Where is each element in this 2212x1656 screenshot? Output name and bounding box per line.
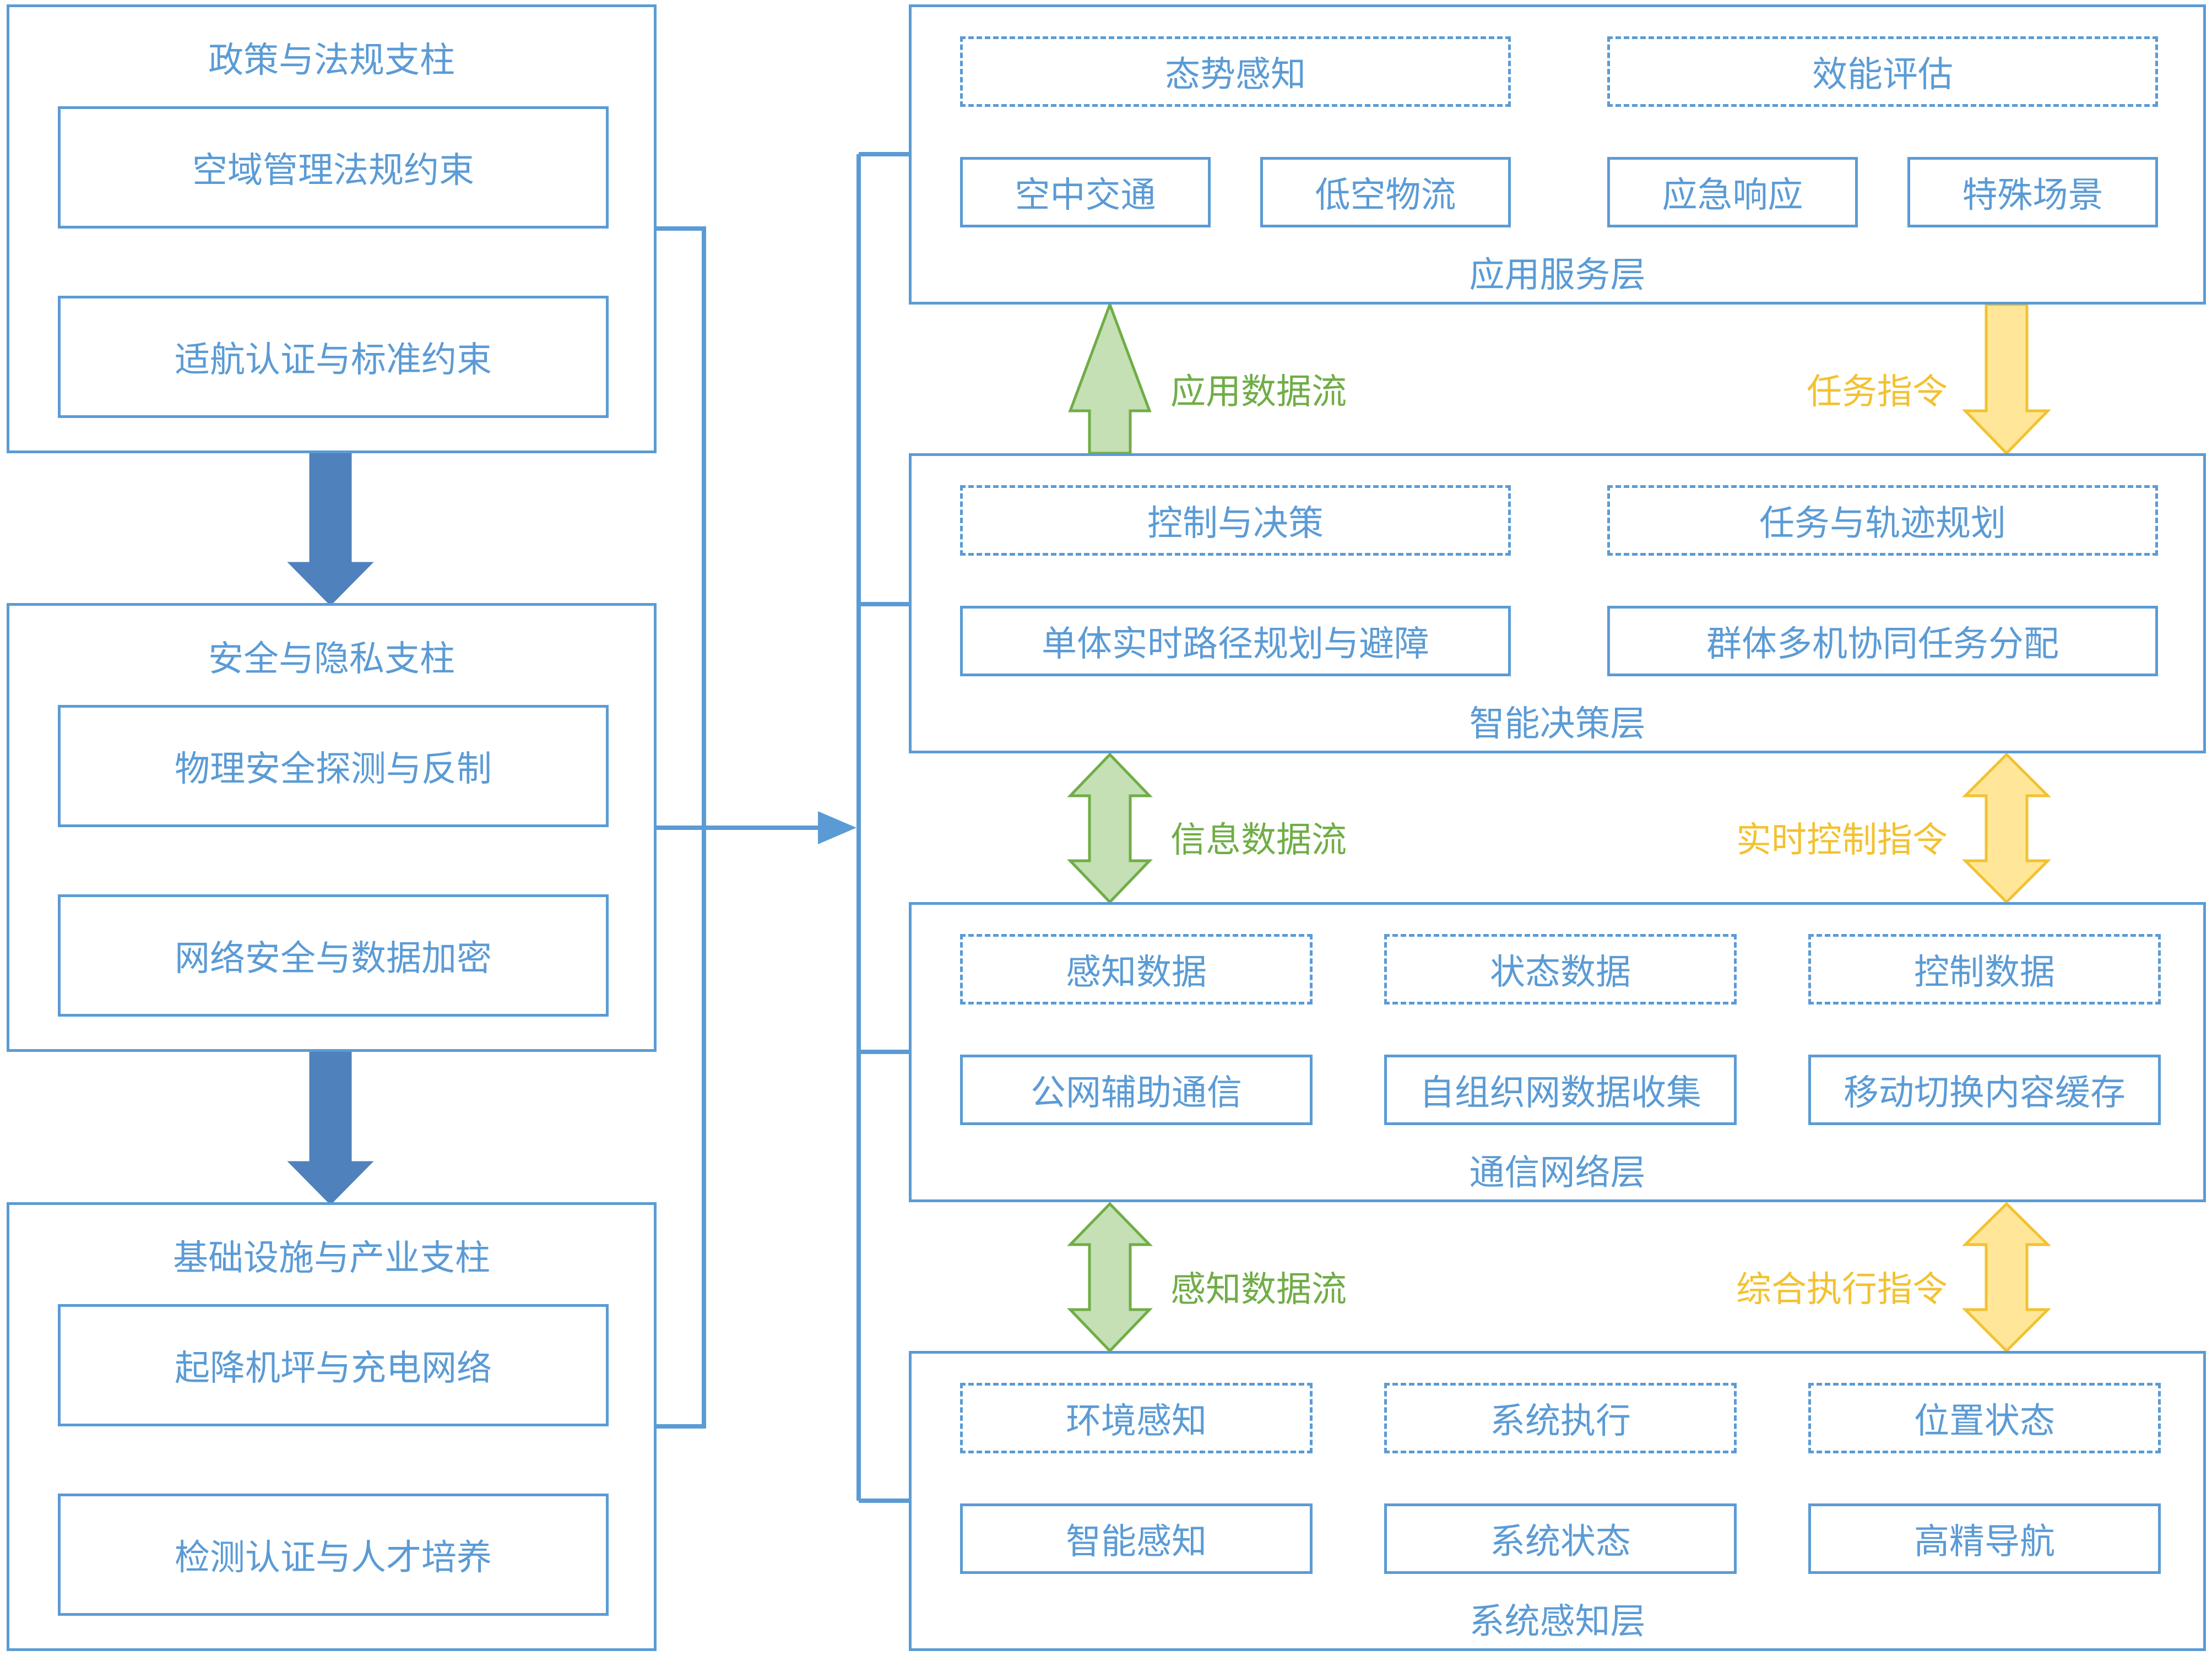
network-dashed-sensing: 感知数据 <box>960 934 1313 1005</box>
flow-label-realtime-command: 实时控制指令 <box>1736 820 1948 861</box>
layer-application: 态势感知 效能评估 空中交通 低空物流 应急响应 特殊场景 应用服务层 <box>909 4 2206 305</box>
network-item-adhoc-label: 自组织网数据收集 <box>1419 1073 1701 1114</box>
realtime-command-arrow <box>1961 752 2052 904</box>
network-dashed-state: 状态数据 <box>1384 934 1737 1005</box>
pillar-policy: 政策与法规支柱 空域管理法规约束 适航认证与标准约束 <box>7 4 657 453</box>
network-item-public: 公网辅助通信 <box>960 1055 1313 1125</box>
flow-label-exec-command: 综合执行指令 <box>1736 1269 1948 1310</box>
flow-label-app-data: 应用数据流 <box>1170 372 1347 412</box>
sense-data-flow-arrow <box>1067 1202 1153 1353</box>
layer-application-title: 应用服务层 <box>1469 255 1646 296</box>
pillar-arrow-down-1 <box>287 452 374 606</box>
layer-decision: 控制与决策 任务与轨迹规划 单体实时路径规划与避障 群体多机协同任务分配 智能决… <box>909 453 2206 753</box>
app-item-special-label: 特殊场景 <box>1962 175 2103 216</box>
network-dashed-control: 控制数据 <box>1808 934 2161 1005</box>
sensing-item-smart: 智能感知 <box>960 1503 1313 1574</box>
layer-sensing: 环境感知 系统执行 位置状态 智能感知 系统状态 高精导航 系统感知层 <box>909 1351 2206 1651</box>
network-item-public-label: 公网辅助通信 <box>1031 1073 1242 1114</box>
sensing-dashed-position-label: 位置状态 <box>1914 1401 2055 1442</box>
app-data-flow-arrow <box>1068 300 1152 455</box>
network-item-adhoc: 自组织网数据收集 <box>1384 1055 1737 1125</box>
info-data-flow-arrow <box>1067 752 1153 904</box>
pillar-infrastructure-item-2-label: 检测认证与人才培养 <box>175 1538 492 1578</box>
pillar-policy-title: 政策与法规支柱 <box>208 40 455 81</box>
decision-item-single: 单体实时路径规划与避障 <box>960 606 1511 676</box>
app-item-emergency-label: 应急响应 <box>1662 175 1803 216</box>
app-item-special: 特殊场景 <box>1907 157 2158 227</box>
app-dashed-efficiency-label: 效能评估 <box>1812 55 1953 95</box>
sensing-dashed-execution-label: 系统执行 <box>1490 1401 1631 1442</box>
sensing-dashed-execution: 系统执行 <box>1384 1383 1737 1453</box>
layer-network: 感知数据 状态数据 控制数据 公网辅助通信 自组织网数据收集 移动切换内容缓存 … <box>909 902 2206 1202</box>
pillar-infrastructure-item-2: 检测认证与人才培养 <box>58 1494 609 1616</box>
sensing-item-navigation: 高精导航 <box>1808 1503 2161 1574</box>
app-item-air-traffic: 空中交通 <box>960 157 1211 227</box>
pillar-policy-item-1: 空域管理法规约束 <box>58 106 609 229</box>
decision-dashed-planning: 任务与轨迹规划 <box>1607 485 2158 556</box>
bracket-to-spine-arrowhead <box>818 811 856 844</box>
app-item-air-traffic-label: 空中交通 <box>1015 175 1156 216</box>
sensing-item-status: 系统状态 <box>1384 1503 1737 1574</box>
pillar-policy-item-2-label: 适航认证与标准约束 <box>175 340 492 381</box>
app-dashed-situation: 态势感知 <box>960 36 1511 107</box>
network-item-cache-label: 移动切换内容缓存 <box>1844 1073 2126 1114</box>
pillar-infrastructure-item-1-label: 起降机坪与充电网络 <box>175 1348 492 1389</box>
app-item-logistics: 低空物流 <box>1260 157 1511 227</box>
app-item-logistics-label: 低空物流 <box>1315 175 1456 216</box>
decision-dashed-control-label: 控制与决策 <box>1147 503 1324 544</box>
pillar-security-item-2: 网络安全与数据加密 <box>58 894 609 1017</box>
network-item-cache: 移动切换内容缓存 <box>1808 1055 2161 1125</box>
decision-dashed-control: 控制与决策 <box>960 485 1511 556</box>
layer-decision-title: 智能决策层 <box>1469 704 1646 745</box>
sensing-dashed-environment-label: 环境感知 <box>1066 1401 1207 1442</box>
sensing-dashed-position: 位置状态 <box>1808 1383 2161 1453</box>
pillar-security-item-1-label: 物理安全探测与反制 <box>175 749 492 790</box>
network-dashed-control-label: 控制数据 <box>1914 952 2055 993</box>
pillar-security-item-1: 物理安全探测与反制 <box>58 705 609 827</box>
pillar-arrow-down-2 <box>287 1051 374 1206</box>
sensing-item-status-label: 系统状态 <box>1490 1522 1631 1562</box>
decision-dashed-planning-label: 任务与轨迹规划 <box>1759 503 2006 544</box>
task-command-arrow <box>1962 303 2051 455</box>
pillar-security: 安全与隐私支柱 物理安全探测与反制 网络安全与数据加密 <box>7 603 657 1052</box>
exec-command-arrow <box>1961 1202 2052 1353</box>
app-dashed-efficiency: 效能评估 <box>1607 36 2158 107</box>
flow-label-task-command: 任务指令 <box>1807 372 1948 412</box>
decision-item-swarm-label: 群体多机协同任务分配 <box>1706 624 2059 665</box>
app-dashed-situation-label: 态势感知 <box>1165 55 1306 95</box>
pillar-policy-item-1-label: 空域管理法规约束 <box>192 150 474 191</box>
layer-sensing-title: 系统感知层 <box>1469 1601 1646 1642</box>
pillar-security-title: 安全与隐私支柱 <box>208 639 455 680</box>
flow-label-info-data: 信息数据流 <box>1170 820 1347 861</box>
app-item-emergency: 应急响应 <box>1607 157 1858 227</box>
pillar-infrastructure-title: 基础设施与产业支柱 <box>173 1238 490 1279</box>
layer-network-title: 通信网络层 <box>1469 1153 1646 1193</box>
pillar-infrastructure-item-1: 起降机坪与充电网络 <box>58 1304 609 1426</box>
sensing-item-navigation-label: 高精导航 <box>1914 1522 2055 1562</box>
flow-label-sense-data: 感知数据流 <box>1170 1269 1347 1310</box>
pillar-infrastructure: 基础设施与产业支柱 起降机坪与充电网络 检测认证与人才培养 <box>7 1202 657 1651</box>
decision-item-single-label: 单体实时路径规划与避障 <box>1042 624 1429 665</box>
network-dashed-state-label: 状态数据 <box>1490 952 1631 993</box>
decision-item-swarm: 群体多机协同任务分配 <box>1607 606 2158 676</box>
sensing-dashed-environment: 环境感知 <box>960 1383 1313 1453</box>
pillar-policy-item-2: 适航认证与标准约束 <box>58 296 609 418</box>
network-dashed-sensing-label: 感知数据 <box>1066 952 1207 993</box>
sensing-item-smart-label: 智能感知 <box>1066 1522 1207 1562</box>
pillar-security-item-2-label: 网络安全与数据加密 <box>175 938 492 979</box>
